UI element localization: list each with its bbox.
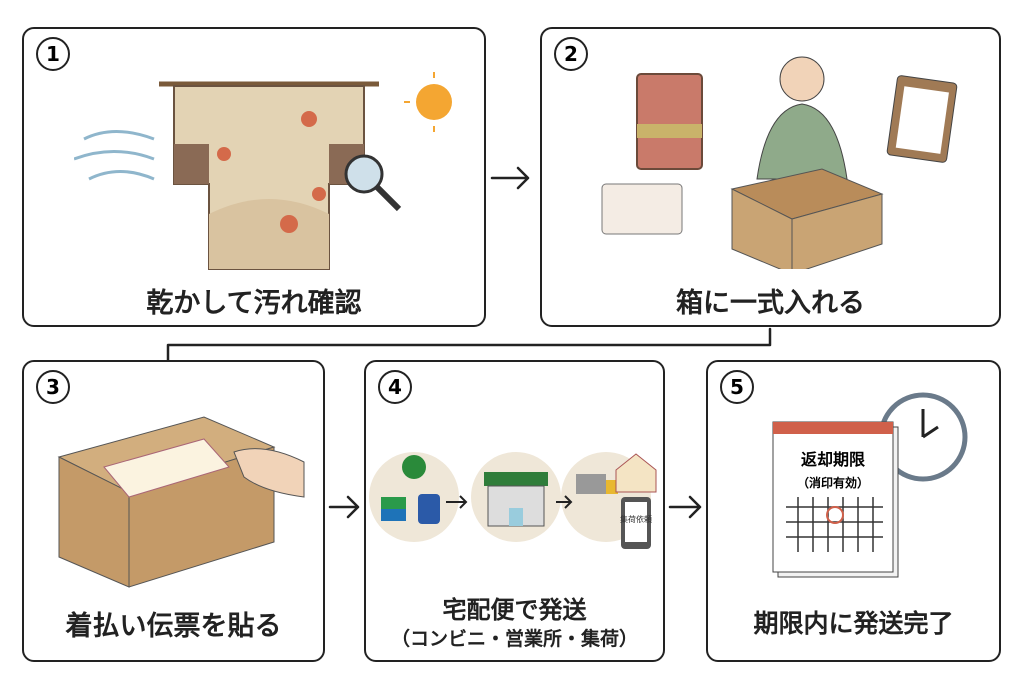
calendar-clock-illustration: 返却期限 （消印有効） [772,392,968,578]
step-number: 2 [554,37,588,71]
sun-icon [404,72,452,132]
step-number: 3 [36,370,70,404]
shipping-label-icon [103,438,230,498]
person-icon [779,56,825,102]
clipboard-icon [886,75,958,163]
magnifier-icon [344,154,402,212]
box-with-label-illustration [57,416,305,588]
step-2-panel: 2 箱に一式入れる [540,27,1001,327]
arrow-1-to-2 [490,166,530,190]
shipping-options-illustration: 集荷依頼 [369,452,657,549]
step-subcaption: （コンビニ・営業所・集荷） [390,628,638,650]
phone-icon: 集荷依頼 [620,497,652,549]
step-caption: 着払い伝票を貼る [65,611,282,642]
step-caption: 宅配便で発送 [442,596,587,624]
calendar-note: （消印有効） [797,475,869,490]
packing-box-illustration [601,56,958,269]
step-1-panel: 1 乾かして汚れ確認 [22,27,486,327]
step-4-panel: 4 集荷依頼 宅配便で発送 （コンビニ・営業所・集荷） [364,360,665,662]
step-caption: 箱に一式入れる [676,288,865,319]
step-3-panel: 3 着払い伝票を貼る [22,360,325,662]
phone-text: 集荷依頼 [620,514,652,524]
folded-kimono-icon [636,73,703,170]
arrow-3-to-4 [328,495,360,519]
wind-icon [74,130,155,181]
step-5-panel: 5 返却期限 （消印有効） 期限内に発送完了 [706,360,1001,662]
house-icon [615,453,657,493]
accessories-icon [601,183,683,235]
hand-icon [233,448,305,498]
step-number: 4 [378,370,412,404]
step-number: 1 [36,37,70,71]
step-caption: 期限内に発送完了 [753,609,954,638]
office-icon [484,472,548,527]
convenience-store-icon [381,455,440,524]
step-number: 5 [720,370,754,404]
arrow-4-to-5 [668,495,702,519]
truck-icon [576,474,618,494]
step-caption: 乾かして汚れ確認 [146,288,362,319]
calendar-icon [772,421,894,573]
calendar-title: 返却期限 [801,450,866,469]
kimono-drying-illustration [74,72,452,270]
